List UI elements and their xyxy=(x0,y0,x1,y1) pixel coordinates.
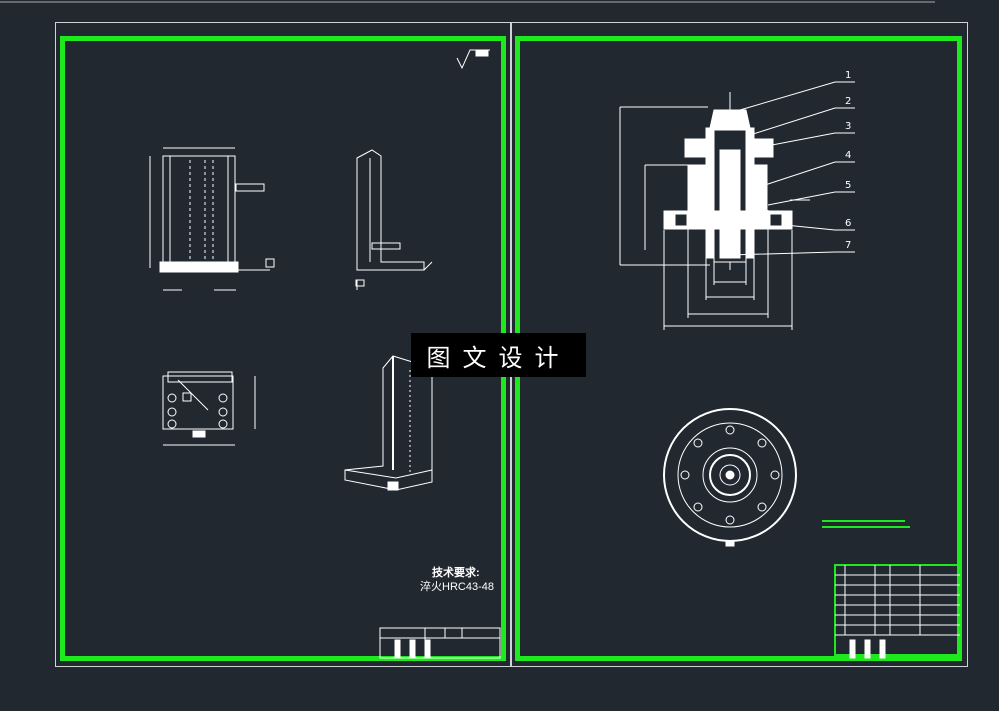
assembly-section xyxy=(619,81,855,330)
top-view xyxy=(162,371,256,446)
part-number-5: 5 xyxy=(845,180,852,191)
front-view xyxy=(149,147,275,291)
part-number-2: 2 xyxy=(845,96,852,107)
part-number-3: 3 xyxy=(845,121,852,132)
part-number-4: 4 xyxy=(845,150,852,161)
part-number-6: 6 xyxy=(845,218,852,229)
tech-requirements-line: 淬火HRC43-48 xyxy=(420,581,494,593)
part-number-7: 7 xyxy=(845,240,852,251)
isometric-view xyxy=(344,355,433,491)
tech-requirements-title: 技术要求: xyxy=(432,567,480,579)
assembly-plan-view xyxy=(663,408,797,547)
part-number-1: 1 xyxy=(845,70,852,81)
side-view xyxy=(355,149,433,290)
watermark-label: 图文设计 xyxy=(411,333,586,377)
